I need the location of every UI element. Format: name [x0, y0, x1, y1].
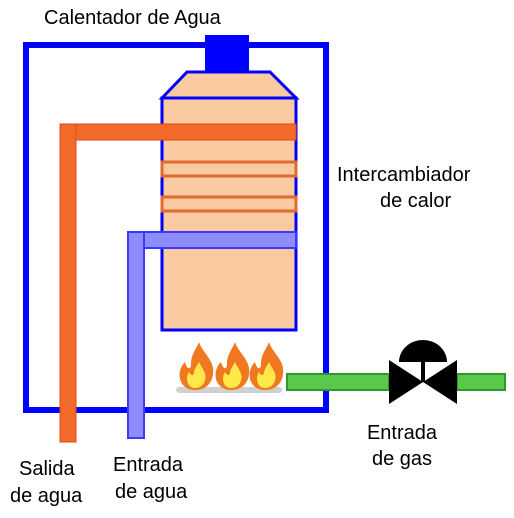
water-outlet-label-line2: de agua	[10, 485, 83, 507]
flame-icon	[249, 342, 284, 390]
cold-water-pipe-vertical	[127, 231, 145, 439]
flame-icon	[179, 342, 214, 390]
gas-pipe-right	[456, 373, 506, 391]
gas-inlet-label-line2: de gas	[371, 448, 433, 470]
exhaust-flue	[205, 35, 249, 73]
cold-water-pipe-horizontal	[127, 231, 297, 249]
gas-inlet-label-line1: Entrada	[366, 422, 438, 444]
exchanger-hood	[158, 70, 300, 100]
gas-valve-icon	[389, 340, 457, 404]
water-outlet-label-line1: Salida	[19, 458, 75, 480]
water-inlet-label-line2: de agua	[115, 481, 188, 503]
hot-water-pipe-horizontal	[59, 123, 297, 141]
burner	[176, 342, 284, 393]
exchanger-band-upper	[160, 160, 298, 178]
heat-exchanger-label-line1: Intercambiador	[337, 164, 471, 186]
heat-exchanger-label-line2: de calor	[380, 190, 452, 212]
diagram-title: Calentador de Agua	[44, 7, 221, 29]
flame-icon	[215, 342, 250, 390]
hot-water-pipe-vertical	[59, 123, 77, 443]
exchanger-band-lower	[160, 195, 298, 213]
heater-housing	[23, 42, 329, 413]
water-inlet-label-line1: Entrada	[113, 454, 184, 476]
gas-pipe-left	[286, 373, 390, 391]
